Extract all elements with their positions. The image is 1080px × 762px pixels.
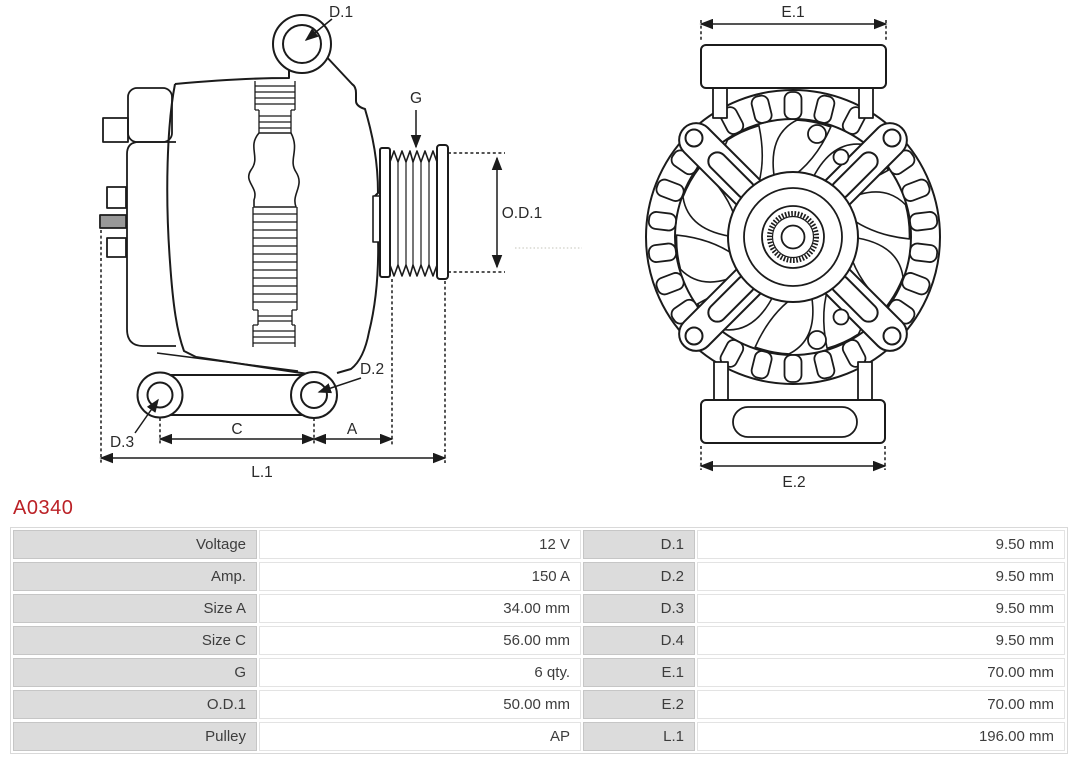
table-row: Pulley AP L.1 196.00 mm bbox=[13, 722, 1065, 751]
side-view-diagram bbox=[99, 14, 887, 470]
dim-label-d1: D.1 bbox=[329, 4, 353, 21]
spec-label: D.2 bbox=[583, 562, 695, 591]
pulley bbox=[372, 144, 449, 280]
casting-boss bbox=[247, 132, 300, 208]
spec-table: Voltage 12 V D.1 9.50 mm Amp. 150 A D.2 … bbox=[10, 527, 1068, 754]
alternator-technical-drawing: D.1 G O.D.1 D.2 D.3 C A L.1 E.1 E.2 bbox=[99, 4, 941, 491]
spec-value: 196.00 mm bbox=[697, 722, 1065, 751]
spec-value: AP bbox=[259, 722, 581, 751]
spec-label: L.1 bbox=[583, 722, 695, 751]
spec-label: D.4 bbox=[583, 626, 695, 655]
dim-label-c: C bbox=[231, 421, 242, 438]
spec-label: Voltage bbox=[13, 530, 257, 559]
table-row: Size C 56.00 mm D.4 9.50 mm bbox=[13, 626, 1065, 655]
spec-label: D.1 bbox=[583, 530, 695, 559]
spec-label: Amp. bbox=[13, 562, 257, 591]
mounting-foot bbox=[136, 371, 338, 419]
spec-value: 9.50 mm bbox=[697, 626, 1065, 655]
spec-value: 9.50 mm bbox=[697, 594, 1065, 623]
dim-label-e2: E.2 bbox=[782, 474, 805, 491]
shaft-hole bbox=[780, 224, 806, 250]
rear-mount-hole bbox=[300, 381, 328, 409]
spec-label: D.3 bbox=[583, 594, 695, 623]
spec-label: G bbox=[13, 658, 257, 687]
extension-lines bbox=[100, 20, 887, 470]
spec-value: 70.00 mm bbox=[697, 690, 1065, 719]
case-bolt-holes bbox=[807, 124, 850, 350]
table-row: O.D.1 50.00 mm E.2 70.00 mm bbox=[13, 690, 1065, 719]
table-row: Size A 34.00 mm D.3 9.50 mm bbox=[13, 594, 1065, 623]
dim-label-l1: L.1 bbox=[251, 464, 273, 481]
bracket-slot bbox=[732, 406, 858, 438]
table-row: G 6 qty. E.1 70.00 mm bbox=[13, 658, 1065, 687]
spec-label: Pulley bbox=[13, 722, 257, 751]
spec-label: E.1 bbox=[583, 658, 695, 687]
stator-ribs bbox=[252, 81, 298, 347]
drawing-labels: D.1 G O.D.1 D.2 D.3 C A L.1 E.1 E.2 bbox=[110, 4, 806, 491]
dimension-lines bbox=[99, 18, 887, 470]
bottom-bracket bbox=[700, 361, 886, 444]
dim-label-d2: D.2 bbox=[360, 361, 384, 378]
top-mount-hole bbox=[282, 24, 322, 64]
front-mount-hole bbox=[146, 381, 174, 409]
part-number: A0340 bbox=[13, 497, 74, 519]
hub bbox=[727, 171, 859, 303]
spec-label: Size A bbox=[13, 594, 257, 623]
spec-value: 9.50 mm bbox=[697, 530, 1065, 559]
table-row: Voltage 12 V D.1 9.50 mm bbox=[13, 530, 1065, 559]
dim-label-od1: O.D.1 bbox=[502, 205, 542, 222]
dimension-lines-front bbox=[699, 18, 888, 472]
leader-d1 bbox=[304, 18, 333, 41]
spec-label: E.2 bbox=[583, 690, 695, 719]
spec-value: 9.50 mm bbox=[697, 562, 1065, 591]
front-view-diagram bbox=[645, 18, 941, 472]
top-mount-ear bbox=[272, 14, 332, 74]
rear-cover bbox=[99, 87, 176, 347]
knurled-ring bbox=[767, 211, 819, 263]
table-row: Amp. 150 A D.2 9.50 mm bbox=[13, 562, 1065, 591]
housing-outline bbox=[156, 52, 380, 375]
spec-value: 34.00 mm bbox=[259, 594, 581, 623]
spec-label: O.D.1 bbox=[13, 690, 257, 719]
threaded-stud-hatch bbox=[101, 215, 125, 228]
dim-label-e1: E.1 bbox=[781, 4, 804, 21]
spec-value: 70.00 mm bbox=[697, 658, 1065, 687]
dim-label-g: G bbox=[410, 90, 422, 107]
leader-d2 bbox=[317, 377, 362, 394]
spec-value: 150 A bbox=[259, 562, 581, 591]
spec-value: 50.00 mm bbox=[259, 690, 581, 719]
spec-value: 12 V bbox=[259, 530, 581, 559]
spec-value: 6 qty. bbox=[259, 658, 581, 687]
spec-value: 56.00 mm bbox=[259, 626, 581, 655]
dim-label-d3: D.3 bbox=[110, 434, 134, 451]
spec-label: Size C bbox=[13, 626, 257, 655]
top-bracket bbox=[700, 44, 887, 119]
leader-d3 bbox=[134, 398, 159, 434]
dim-label-a: A bbox=[347, 421, 358, 438]
